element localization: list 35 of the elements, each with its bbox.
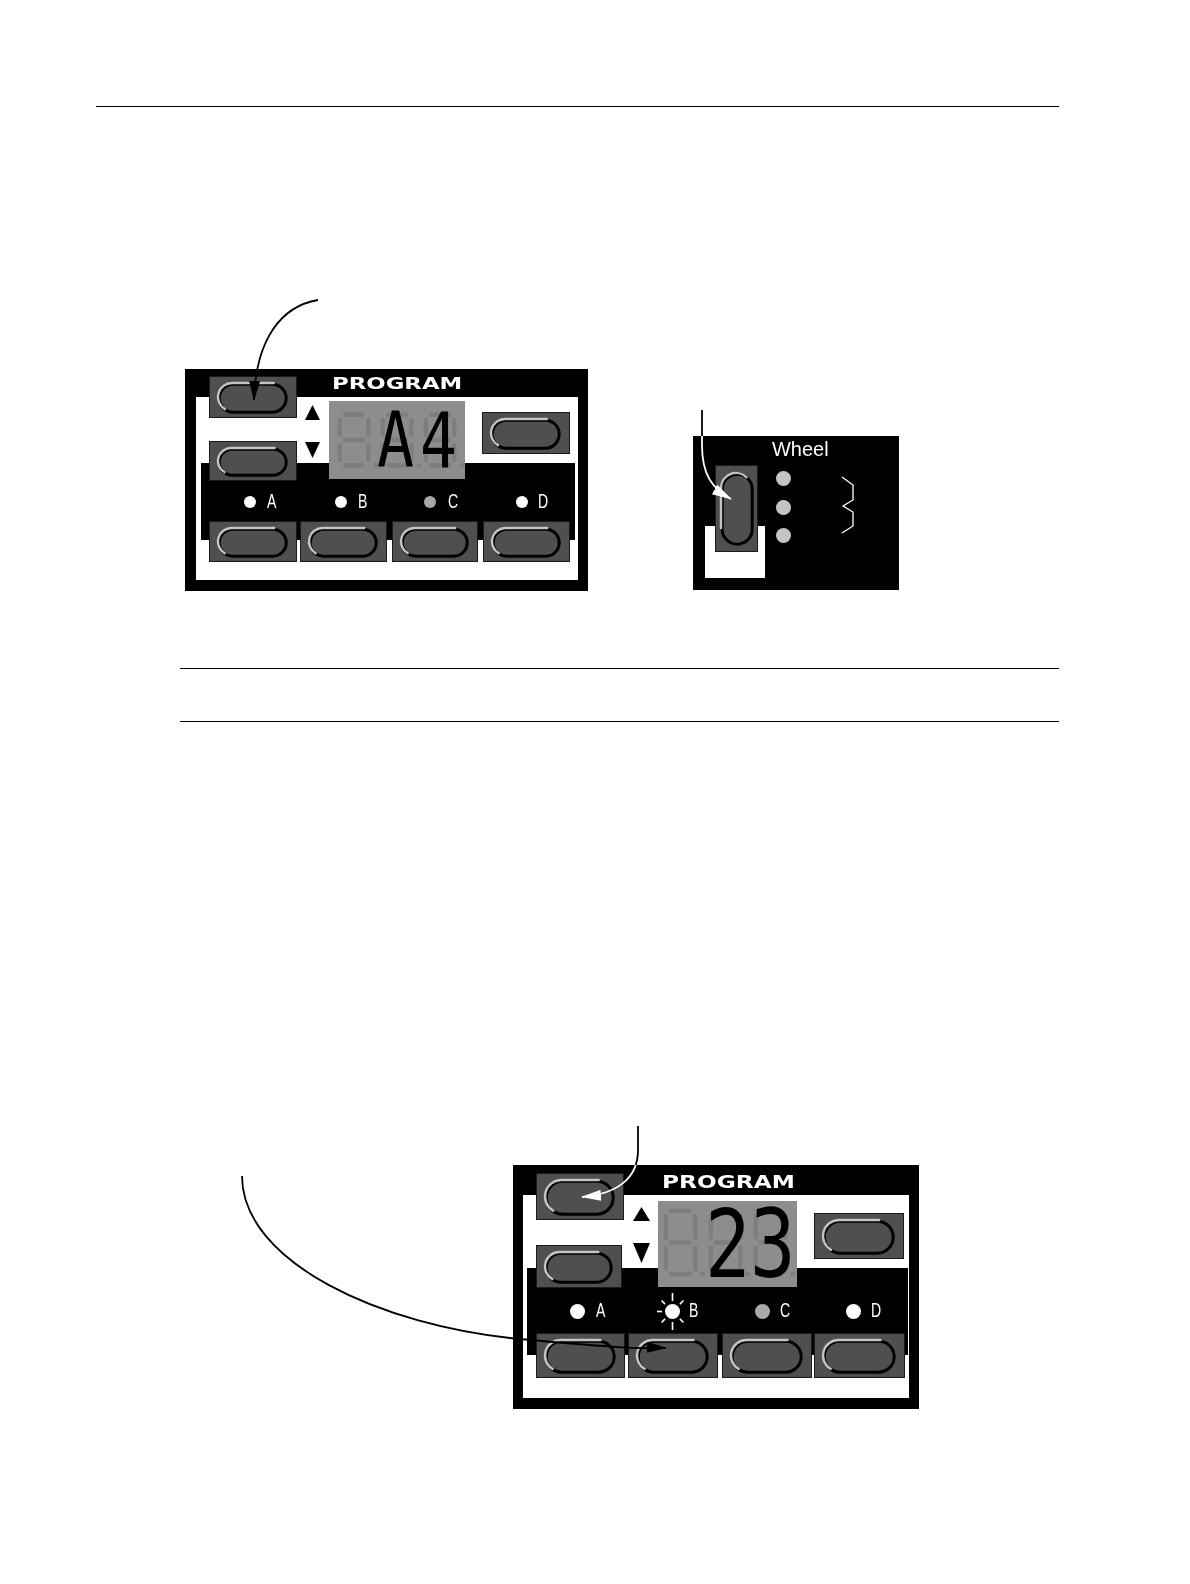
leader-arrow	[241, 1175, 667, 1353]
push-button	[715, 465, 758, 552]
push-button	[814, 1333, 905, 1378]
indicator-panel	[693, 436, 899, 590]
control-panel	[513, 1165, 919, 1409]
led-label: B	[358, 492, 368, 512]
push-button	[209, 376, 297, 418]
push-button	[722, 1333, 812, 1378]
push-button	[209, 441, 297, 481]
push-button	[536, 1245, 622, 1288]
push-button	[483, 521, 570, 562]
led-label: D	[871, 1301, 882, 1321]
panel-title: PROGRAM	[662, 1172, 795, 1191]
push-button	[536, 1333, 625, 1378]
led-label: D	[538, 492, 549, 512]
leader-arrow	[249, 299, 319, 401]
led-label: A	[596, 1301, 606, 1321]
push-button	[209, 521, 297, 562]
push-button	[482, 412, 570, 454]
push-button	[300, 521, 387, 562]
led-label: A	[267, 492, 277, 512]
push-button	[392, 521, 478, 562]
leader-arrow	[581, 1125, 639, 1201]
panel-title: Wheel	[772, 440, 829, 461]
display-reading: 23	[705, 1196, 795, 1292]
led-label: C	[448, 492, 459, 512]
display-reading: A4	[377, 403, 463, 480]
panel-title: PROGRAM	[332, 377, 463, 393]
leader-arrow	[701, 409, 732, 500]
push-button	[536, 1173, 624, 1220]
push-button	[628, 1333, 718, 1378]
push-button	[814, 1213, 904, 1259]
control-panel	[185, 369, 588, 591]
led-label: B	[689, 1301, 699, 1321]
led-label: C	[780, 1301, 791, 1321]
